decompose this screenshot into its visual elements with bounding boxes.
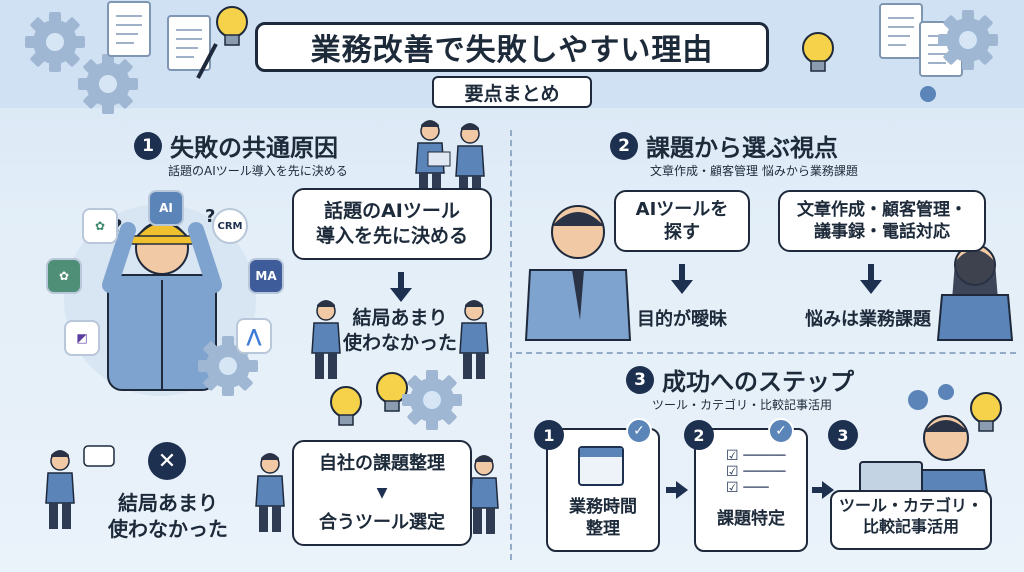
section2-right-arrow [860,264,882,294]
section1-subtitle: 話題のAIツール導入を先に決める [168,164,348,178]
wave-app-icon: ⋀ [236,318,272,354]
check-icon-2: ✓ [768,418,794,444]
section1-heading: 1 失敗の共通原因 [134,128,338,163]
section2-number: 2 [610,131,638,160]
crm-app-icon: CRM [212,208,248,244]
step-3-label: ツール・カテゴリ・ 比較記事活用 [838,496,983,536]
section1-result: 結局あまり 使わなかった [342,307,457,354]
svg-text:?: ? [205,206,215,227]
section2-right-result: 悩みは業務課題 [805,309,931,330]
section2-subtitle: 文章作成・顧客管理 悩みから業務課題 [650,164,858,178]
section1-bubble: 話題のAIツール 導入を先に決める [292,188,492,260]
flow-arrow-icon: ▼ [376,484,388,501]
check-icon: ✓ [626,418,652,444]
page-title: 業務改善で失敗しやすい理由 [255,22,769,72]
step-2-number: 2 [684,420,714,450]
section2-left-bubble: AIツールを 探す [614,190,750,252]
x-mark-icon: ✕ [148,442,186,480]
section1-flow-box: 自社の課題整理 ▼ 合うツール選定 [292,440,472,546]
section3-title: 成功へのステップ [662,368,854,396]
column-divider [510,130,512,560]
section2-right-bubble: 文章作成・顧客管理・ 議事録・電話対応 [778,190,986,252]
chat-app-icon: ✿ [82,208,118,244]
step-1-label: 業務時間 整理 [569,497,637,540]
flow-top-label: 自社の課題整理 [319,453,445,474]
page-subtitle: 要点まとめ [432,76,592,108]
ai-app-icon: AI [148,190,184,226]
calendar-icon [578,446,624,486]
section2-left-arrow [671,264,693,294]
step-arrow-1 [666,481,688,499]
step-3-number: 3 [828,420,858,450]
section1-number: 1 [134,131,162,160]
square-app-icon: ◩ [64,320,100,356]
step-2-card: ☑ ─────☑ ─────☑ ─── 課題特定 [694,428,808,552]
section3-heading: 3 成功へのステップ [626,362,854,397]
step-2-label: 課題特定 [717,509,785,529]
step-3-card: ツール・カテゴリ・ 比較記事活用 [830,490,992,550]
checklist-icon: ☑ ─────☑ ─────☑ ─── [726,448,786,497]
section2-left-result: 目的が曖昧 [637,309,727,330]
step-1-number: 1 [534,420,564,450]
flow-bottom-label: 合うツール選定 [319,511,445,533]
step-1-card: 業務時間 整理 [546,428,660,552]
section2-title: 課題から選ぶ視点 [646,134,838,162]
section1-bottom-text: 結局あまり 使わなかった [108,491,228,541]
section1-title: 失敗の共通原因 [170,134,338,162]
row-divider [516,352,1016,354]
section3-subtitle: ツール・カテゴリ・比較記事活用 [652,398,833,412]
section3-number: 3 [626,365,654,394]
section2-heading: 2 課題から選ぶ視点 [610,128,838,163]
section1-arrow [390,272,412,302]
chat-app-icon-2: ✿ [46,258,82,294]
ma-app-icon: MA [248,258,284,294]
